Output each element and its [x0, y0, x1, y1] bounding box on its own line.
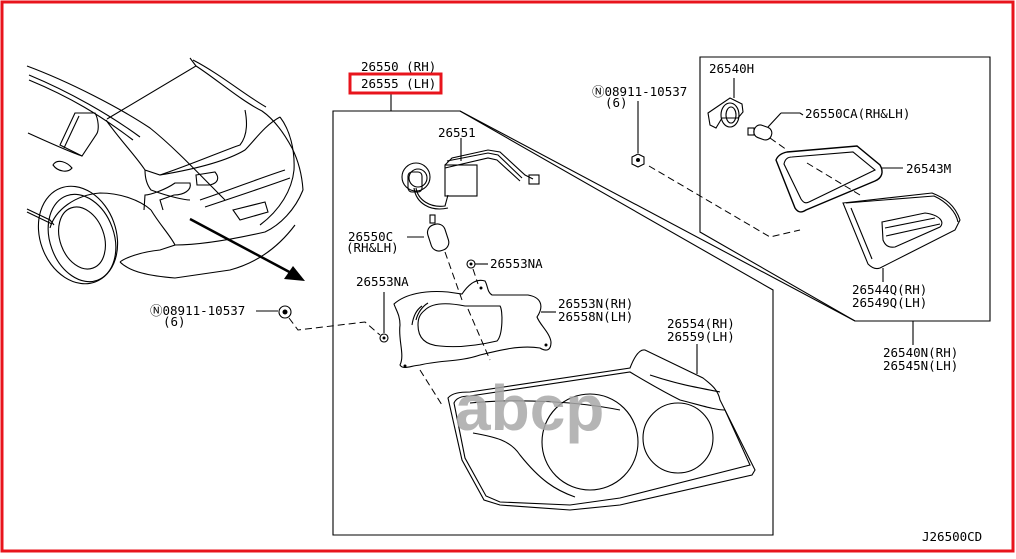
label-fastener-left[interactable]: Ⓝ08911-10537: [150, 303, 245, 318]
label-nut-upper[interactable]: 26553NA: [490, 256, 543, 271]
label-inner-lens-rh[interactable]: 26544Q(RH): [852, 282, 927, 297]
label-harness[interactable]: 26551: [438, 125, 476, 140]
inner-lens-drawing: [842, 192, 961, 282]
gasket-drawing: [775, 145, 903, 213]
nut-left-drawing: [379, 292, 389, 343]
lamp-assy-box: [332, 110, 774, 536]
bulb-inner-drawing: [747, 112, 804, 151]
bulb-main-drawing: [426, 214, 463, 301]
label-lamp-assy-rh: 26550 (RH): [361, 59, 436, 74]
label-gasket[interactable]: 26543M: [906, 161, 951, 176]
socket-drawing: [707, 78, 744, 129]
highlight-box: [348, 72, 443, 95]
label-fastener-top-qty: (6): [605, 95, 628, 110]
harness-drawing: [401, 138, 540, 210]
label-inner-lens-lh[interactable]: 26549Q(LH): [852, 295, 927, 310]
label-lens-rh[interactable]: 26554(RH): [667, 316, 735, 331]
location-arrow: [189, 217, 305, 281]
car-rear-illustration: [26, 57, 304, 285]
label-nut-left[interactable]: 26553NA: [356, 274, 409, 289]
label-fastener-left-qty: (6): [163, 314, 186, 329]
label-fastener-top[interactable]: Ⓝ08911-10537: [592, 84, 687, 99]
lens-drawing: [419, 344, 756, 511]
label-lens-lh[interactable]: 26559(LH): [667, 329, 735, 344]
fastener-left-drawing: [256, 305, 381, 336]
watermark: abcp: [455, 372, 604, 444]
label-housing-lh[interactable]: 26558N(LH): [558, 309, 633, 324]
label-housing-rh[interactable]: 26553N(RH): [558, 296, 633, 311]
diagram-code: J26500CD: [922, 529, 982, 544]
label-lamp-assy-lh[interactable]: 26555 (LH): [361, 76, 436, 91]
label-bulb-inner[interactable]: 26550CA(RH&LH): [805, 106, 910, 121]
nut-upper-drawing: [466, 259, 488, 285]
label-inner-lamp-rh[interactable]: 26540N(RH): [883, 345, 958, 360]
label-bulb-main[interactable]: 26550C: [348, 229, 393, 244]
fastener-top-drawing: [631, 101, 801, 238]
housing-drawing: [393, 279, 552, 369]
inner-lamp-box: [699, 56, 991, 322]
label-bulb-main-side: (RH&LH): [346, 240, 399, 255]
label-socket[interactable]: 26540H: [709, 61, 754, 76]
label-inner-lamp-lh[interactable]: 26545N(LH): [883, 358, 958, 373]
